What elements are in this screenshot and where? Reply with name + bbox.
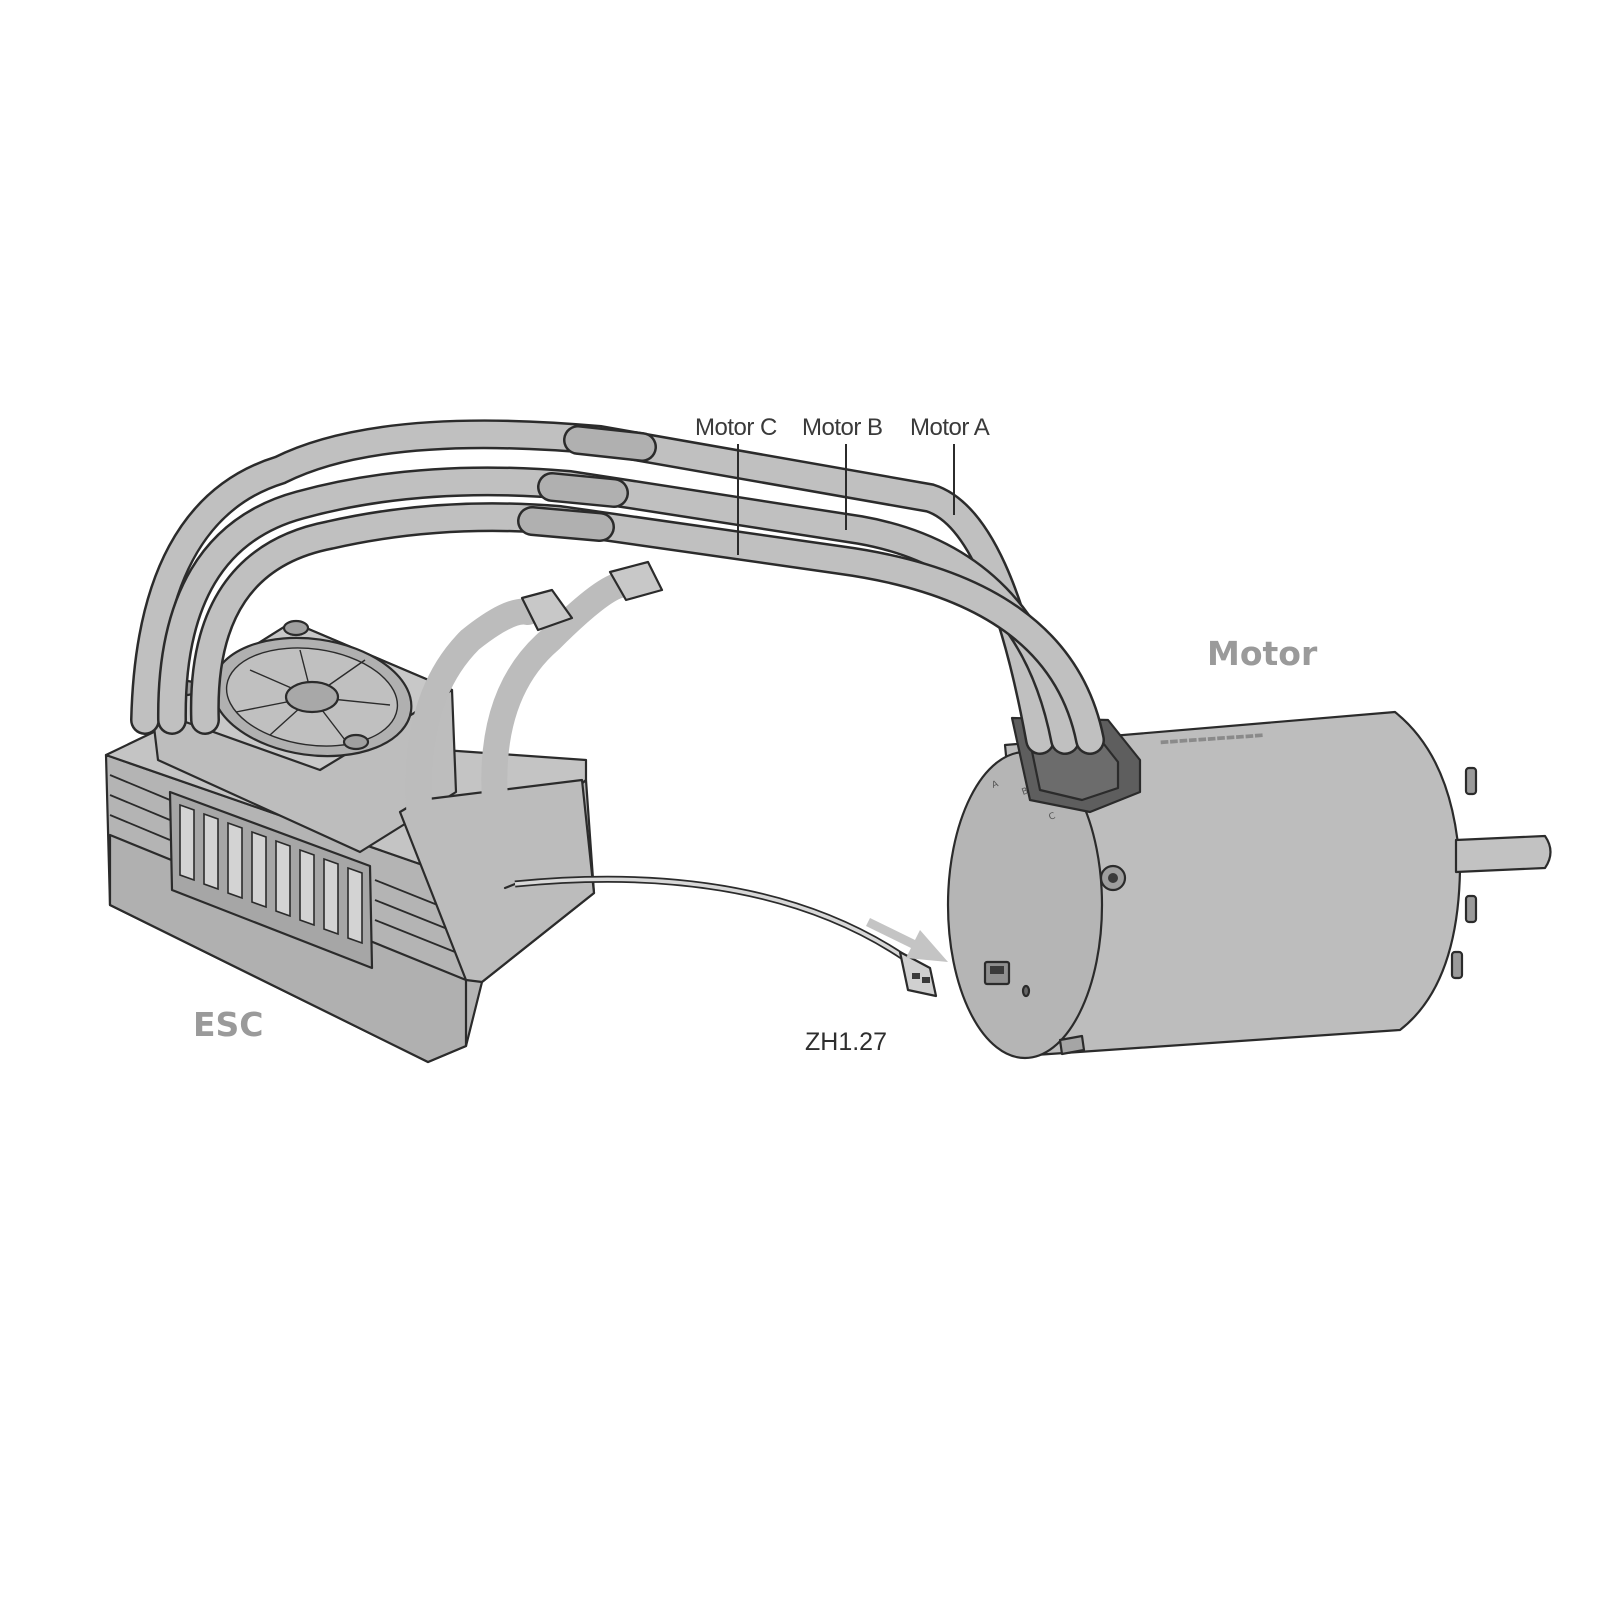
label-leaders <box>737 444 955 555</box>
label-motor-b: Motor B <box>802 414 883 441</box>
label-motor-c: Motor C <box>695 414 777 441</box>
endcap-mark: C <box>1048 811 1057 823</box>
zh-connector <box>898 950 938 998</box>
lead-tip <box>608 560 664 602</box>
label-connector: ZH1.27 <box>805 1028 887 1056</box>
motor-screw-center <box>1108 873 1118 883</box>
endcap-mark: B <box>1021 786 1030 798</box>
motor-shaft <box>1454 834 1552 874</box>
motor-tab <box>1058 1034 1086 1056</box>
motor: A B C ▬▬▬▬▬▬▬▬▬▬▬ <box>946 710 1552 1060</box>
label-esc: ESC <box>193 1005 264 1044</box>
esc-vent-slots <box>179 803 363 945</box>
motor-rear-stud <box>1464 766 1478 796</box>
esc-vent-panel <box>168 790 374 970</box>
esc-battery-leads <box>405 560 664 843</box>
sensor-port <box>983 960 1031 998</box>
label-motor: Motor <box>1207 634 1318 673</box>
motor-rear-stud <box>1450 950 1464 980</box>
lead-tip <box>520 588 574 632</box>
arrow-right-icon <box>866 918 948 962</box>
label-motor-a: Motor A <box>910 414 990 441</box>
fan-icon <box>211 636 413 758</box>
phase-wires <box>130 419 1105 755</box>
esc <box>104 619 596 1064</box>
endcap-mark: A <box>991 779 1001 791</box>
sensor-cable <box>503 875 938 998</box>
motor-rear-stud <box>1464 894 1478 924</box>
